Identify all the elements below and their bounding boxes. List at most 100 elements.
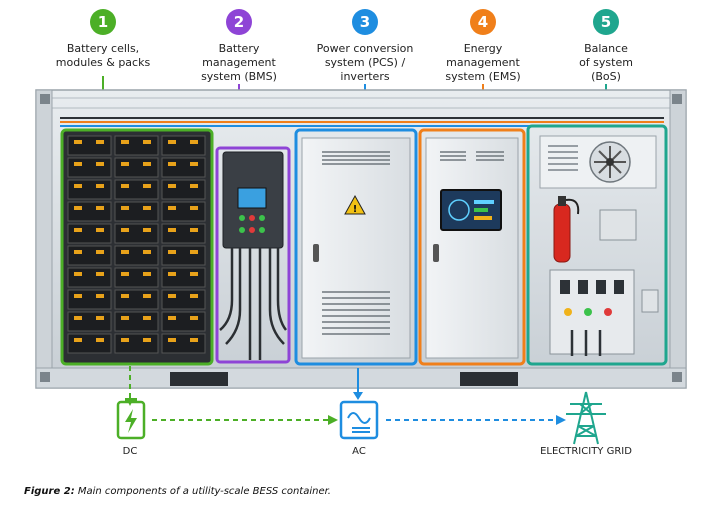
battery-module xyxy=(161,135,206,156)
badge-4: 4 xyxy=(470,9,496,35)
label-battery-cells: Battery cells, modules & packs xyxy=(48,42,158,70)
battery-module xyxy=(114,311,159,332)
label-1-line-2: modules & packs xyxy=(55,56,151,69)
battery-module xyxy=(161,289,206,310)
label-3-line-3: inverters xyxy=(340,70,390,83)
bms-cabinet xyxy=(215,146,291,364)
label-5-line-3: (BoS) xyxy=(591,70,621,83)
battery-module xyxy=(114,333,159,354)
caption-text: Main components of a utility-scale BESS … xyxy=(74,486,331,497)
label-bos: Balance of system (BoS) xyxy=(560,42,652,84)
battery-terminal xyxy=(96,272,104,276)
battery-module xyxy=(114,157,159,178)
battery-module xyxy=(161,157,206,178)
battery-rack xyxy=(60,128,214,366)
label-bms: Battery management system (BMS) xyxy=(190,42,288,84)
battery-module xyxy=(67,201,112,222)
battery-terminal xyxy=(74,228,82,232)
label-2-line-3: system (BMS) xyxy=(201,70,277,83)
battery-terminal xyxy=(96,162,104,166)
battery-terminal xyxy=(74,272,82,276)
label-1-line-1: Battery cells, xyxy=(66,42,140,55)
grid-label: ELECTRICITY GRID xyxy=(540,446,632,457)
battery-terminal xyxy=(168,140,176,144)
badge-5: 5 xyxy=(593,9,619,35)
battery-module xyxy=(161,333,206,354)
battery-terminal xyxy=(121,250,129,254)
battery-terminal xyxy=(143,316,151,320)
pcs-cabinet: ! xyxy=(294,128,418,366)
battery-terminal xyxy=(121,162,129,166)
battery-terminal xyxy=(121,184,129,188)
battery-terminal xyxy=(143,250,151,254)
battery-terminal xyxy=(143,206,151,210)
battery-module xyxy=(67,157,112,178)
battery-terminal xyxy=(190,272,198,276)
battery-terminal xyxy=(121,316,129,320)
label-3-line-2: system (PCS) / xyxy=(324,56,406,69)
battery-module xyxy=(161,245,206,266)
battery-module xyxy=(114,201,159,222)
battery-module xyxy=(114,179,159,200)
battery-terminal xyxy=(143,228,151,232)
battery-module xyxy=(67,311,112,332)
ac-ac-arrowhead xyxy=(328,415,338,425)
battery-terminal xyxy=(190,338,198,342)
ems-cabinet xyxy=(418,128,526,366)
battery-terminal xyxy=(190,250,198,254)
battery-terminal xyxy=(190,206,198,210)
battery-terminal xyxy=(74,338,82,342)
battery-terminal xyxy=(121,206,129,210)
battery-module xyxy=(67,289,112,310)
figure-caption: Figure 2: Main components of a utility-s… xyxy=(24,486,331,497)
battery-module xyxy=(67,135,112,156)
battery-module xyxy=(114,135,159,156)
battery-terminal xyxy=(168,294,176,298)
battery-module xyxy=(161,201,206,222)
battery-terminal xyxy=(96,250,104,254)
sine-wave-inverter-icon xyxy=(339,400,379,440)
battery-terminal xyxy=(74,294,82,298)
battery-terminal xyxy=(121,338,129,342)
battery-terminal xyxy=(121,228,129,232)
battery-terminal xyxy=(168,316,176,320)
battery-terminal xyxy=(96,338,104,342)
battery-terminal xyxy=(143,140,151,144)
ac-label: AC xyxy=(352,446,366,457)
caption-figure-number: Figure 2: xyxy=(24,486,75,497)
pcs-down-arrowhead xyxy=(353,392,363,400)
battery-terminal xyxy=(96,228,104,232)
battery-terminal xyxy=(74,250,82,254)
battery-terminal xyxy=(74,140,82,144)
battery-terminal xyxy=(143,184,151,188)
battery-terminal xyxy=(96,140,104,144)
battery-module xyxy=(67,267,112,288)
battery-module xyxy=(161,267,206,288)
battery-module xyxy=(161,223,206,244)
battery-terminal xyxy=(74,206,82,210)
battery-module xyxy=(67,179,112,200)
label-4-line-2: management xyxy=(446,56,520,69)
battery-charging-icon xyxy=(116,398,146,440)
battery-terminal xyxy=(168,206,176,210)
label-ems: Energy management system (EMS) xyxy=(435,42,531,84)
battery-module xyxy=(67,245,112,266)
bess-container-diagram: ! xyxy=(35,76,687,445)
label-3-line-1: Power conversion xyxy=(316,42,414,55)
battery-terminal xyxy=(190,228,198,232)
label-5-line-2: of system xyxy=(579,56,633,69)
battery-module xyxy=(67,223,112,244)
flow-lines xyxy=(129,366,558,421)
battery-terminal xyxy=(168,162,176,166)
battery-terminal xyxy=(190,294,198,298)
battery-terminal xyxy=(96,206,104,210)
battery-terminal xyxy=(121,294,129,298)
transmission-tower-icon xyxy=(566,391,606,445)
battery-module xyxy=(114,245,159,266)
battery-terminal xyxy=(190,162,198,166)
svg-text:!: ! xyxy=(353,204,358,215)
badge-3: 3 xyxy=(352,9,378,35)
battery-terminal xyxy=(96,294,104,298)
bos-section xyxy=(526,124,668,366)
battery-terminal xyxy=(168,184,176,188)
